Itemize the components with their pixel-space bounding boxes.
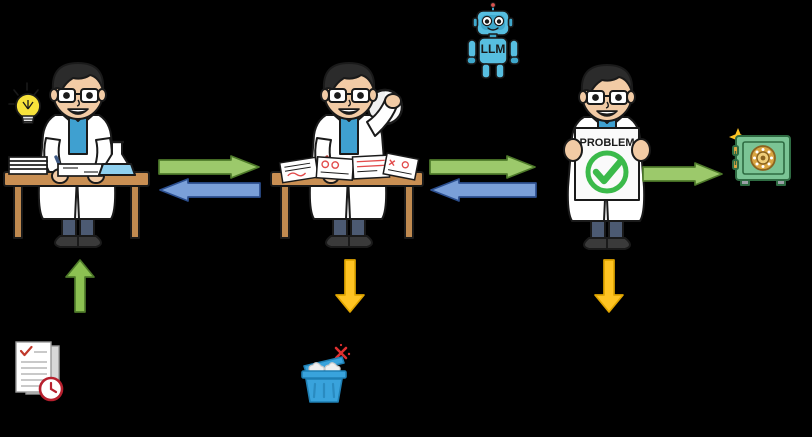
blue-feedback-arrow-1 <box>157 178 262 202</box>
lightbulb-icon <box>5 78 51 130</box>
llm-robot-label: LLM <box>481 42 506 56</box>
trash-can-icon <box>296 342 354 404</box>
safe-dial <box>750 145 776 171</box>
llm-robot: LLM <box>455 2 531 82</box>
problem-sign-label: PROBLEM <box>580 137 635 149</box>
review-analysis-scientist <box>265 60 430 255</box>
safe-vault-icon <box>722 124 796 190</box>
yellow-discard-arrow-1 <box>332 258 368 314</box>
marked-papers <box>278 152 420 184</box>
yellow-discard-arrow-2 <box>591 258 627 314</box>
green-forward-arrow-1 <box>157 155 262 179</box>
flask-icon <box>98 140 136 176</box>
green-input-up-arrow <box>62 258 98 314</box>
solution-scientist: PROBLEM <box>545 62 670 257</box>
document-clock-icon <box>10 340 68 410</box>
green-forward-arrow-2 <box>428 155 538 179</box>
blue-feedback-arrow-2 <box>428 178 538 202</box>
red-x-mark <box>334 346 348 360</box>
idea-generation-scientist <box>0 60 160 255</box>
problem-sign: PROBLEM <box>574 127 640 201</box>
paper-stack-icon <box>8 156 48 175</box>
green-output-arrow <box>641 162 725 186</box>
